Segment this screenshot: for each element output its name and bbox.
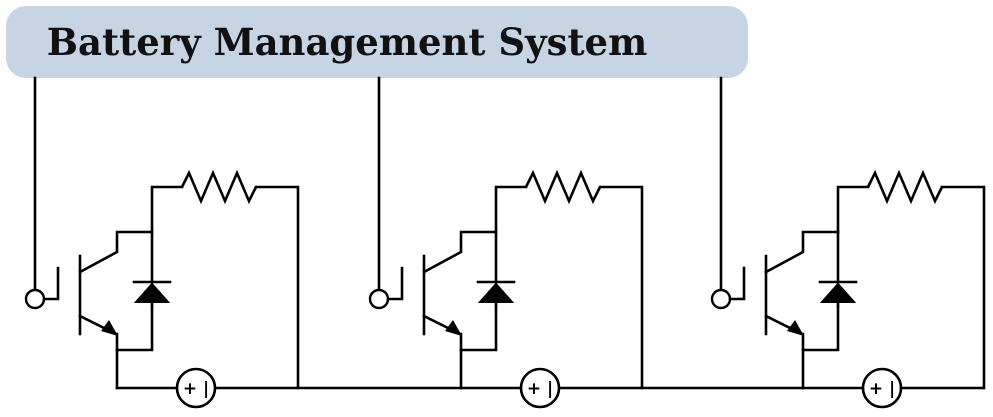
gate-terminal-2 xyxy=(368,288,390,310)
resistor-lead-left-1 xyxy=(150,185,184,234)
transistor-collector-2 xyxy=(422,230,498,274)
stage-3: + | xyxy=(710,76,986,409)
diode-triangle-1 xyxy=(133,282,171,303)
emitter-arrow-1 xyxy=(101,320,118,336)
battery-symbol-1: + | xyxy=(183,379,209,399)
resistor-lead-right-3 xyxy=(940,185,986,390)
emitter-arrow-2 xyxy=(445,320,462,336)
resistor-lead-right-2 xyxy=(598,185,644,390)
stage-2: + | xyxy=(368,76,644,409)
gate-terminal-3 xyxy=(710,288,732,310)
transistor-collector-3 xyxy=(764,230,840,274)
battery-cell-2 xyxy=(519,367,561,409)
gate-lead-1 xyxy=(42,266,60,301)
battery-cell-3 xyxy=(861,367,903,409)
transistor-collector-1 xyxy=(78,230,154,274)
emitter-to-diode-1 xyxy=(115,304,154,352)
emitter-arrow-3 xyxy=(787,320,804,336)
resistor-3 xyxy=(866,169,944,205)
gate-lead-2 xyxy=(386,266,404,301)
bms-title: Battery Management System xyxy=(46,20,648,64)
battery-cell-1 xyxy=(175,367,217,409)
resistor-lead-left-3 xyxy=(836,185,870,234)
emitter-to-diode-3 xyxy=(801,304,840,352)
resistor-1 xyxy=(180,169,258,205)
resistor-2 xyxy=(524,169,602,205)
gate-lead-3 xyxy=(728,266,746,301)
battery-symbol-3: + | xyxy=(869,379,895,399)
stage-1: + | xyxy=(24,76,300,409)
bms-box xyxy=(6,6,748,78)
diode-triangle-2 xyxy=(477,282,515,303)
diode-triangle-3 xyxy=(819,282,857,303)
emitter-to-diode-2 xyxy=(459,304,498,352)
resistor-lead-right-1 xyxy=(254,185,300,390)
resistor-lead-left-2 xyxy=(494,185,528,234)
battery-symbol-2: + | xyxy=(527,379,553,399)
gate-terminal-1 xyxy=(24,288,46,310)
